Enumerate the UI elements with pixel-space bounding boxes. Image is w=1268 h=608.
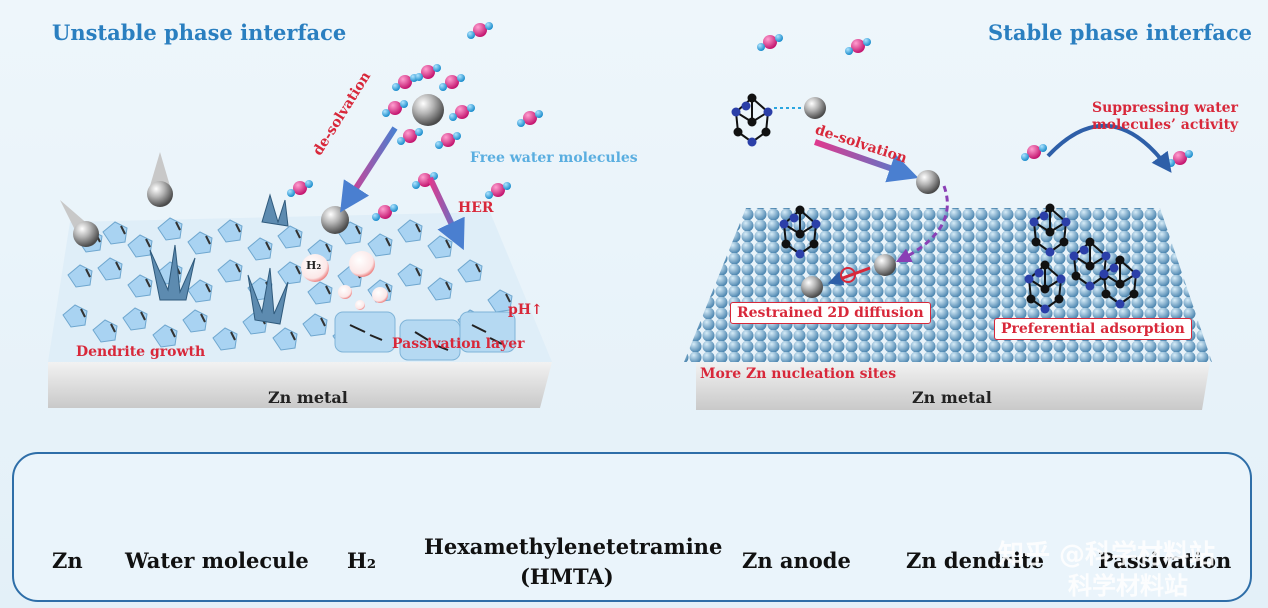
right-title: Stable phase interface <box>988 20 1253 45</box>
legend-hmta-abbrev: (HMTA) <box>520 564 614 589</box>
left-metal-label: Zn metal <box>268 388 348 407</box>
dendrite-growth-label: Dendrite growth <box>76 344 206 360</box>
her-label: HER <box>458 200 494 216</box>
left-passivation-blocks <box>334 311 516 361</box>
left-her-arrow <box>427 176 465 251</box>
left-title: Unstable phase interface <box>52 20 347 45</box>
legend-water-label: Water molecule <box>125 548 309 573</box>
right-forbidden-icon <box>840 267 856 283</box>
right-free-hmta <box>730 92 826 148</box>
right-metal-label: Zn metal <box>912 388 992 407</box>
right-diffusion-path <box>895 185 949 263</box>
suppress-label: Suppressing water molecules’ activity <box>1091 100 1239 133</box>
left-h2-bubbles <box>301 251 388 310</box>
watermark-line1: 知乎 @科学材料站 <box>998 540 1216 570</box>
right-restrained-arrow <box>827 266 871 286</box>
watermark-line2: 科学材料站 <box>1068 572 1188 600</box>
right-suppress-arrow <box>1046 123 1172 173</box>
h2-label: H₂ <box>306 259 322 272</box>
left-desolvation-arrow <box>340 126 398 213</box>
ph-label: pH↑ <box>508 302 543 318</box>
left-zn-cones <box>60 152 173 247</box>
legend-passivation-label: Passivation <box>1098 548 1232 573</box>
left-free-water <box>287 22 543 221</box>
legend-dendrite-label: Zn dendrite <box>906 548 1045 573</box>
right-zn-desolvated <box>916 170 940 194</box>
legend-hmta-label: Hexamethylenetetramine <box>424 534 723 559</box>
left-solvation-cluster <box>382 64 475 149</box>
right-zn-surface-2 <box>801 276 823 298</box>
left-dendrites <box>149 193 289 325</box>
passivation-layer-label: Passivation layer <box>392 336 525 352</box>
legend-zn-label: Zn <box>52 548 83 573</box>
nucleation-sites-label: More Zn nucleation sites <box>700 366 897 382</box>
free-water-label: Free water molecules <box>470 150 638 166</box>
left-desolvated-zn <box>321 206 349 234</box>
right-zn-surface-1 <box>874 254 896 276</box>
legend-zn-anode-label: Zn anode <box>742 548 851 573</box>
preferential-adsorption-label: Preferential adsorption <box>994 318 1192 340</box>
legend-h2-label: H₂ <box>347 548 377 573</box>
right-desolvation-arrow <box>814 139 919 183</box>
legend-box <box>12 452 1252 602</box>
restrained-diffusion-label: Restrained 2D diffusion <box>730 302 931 324</box>
